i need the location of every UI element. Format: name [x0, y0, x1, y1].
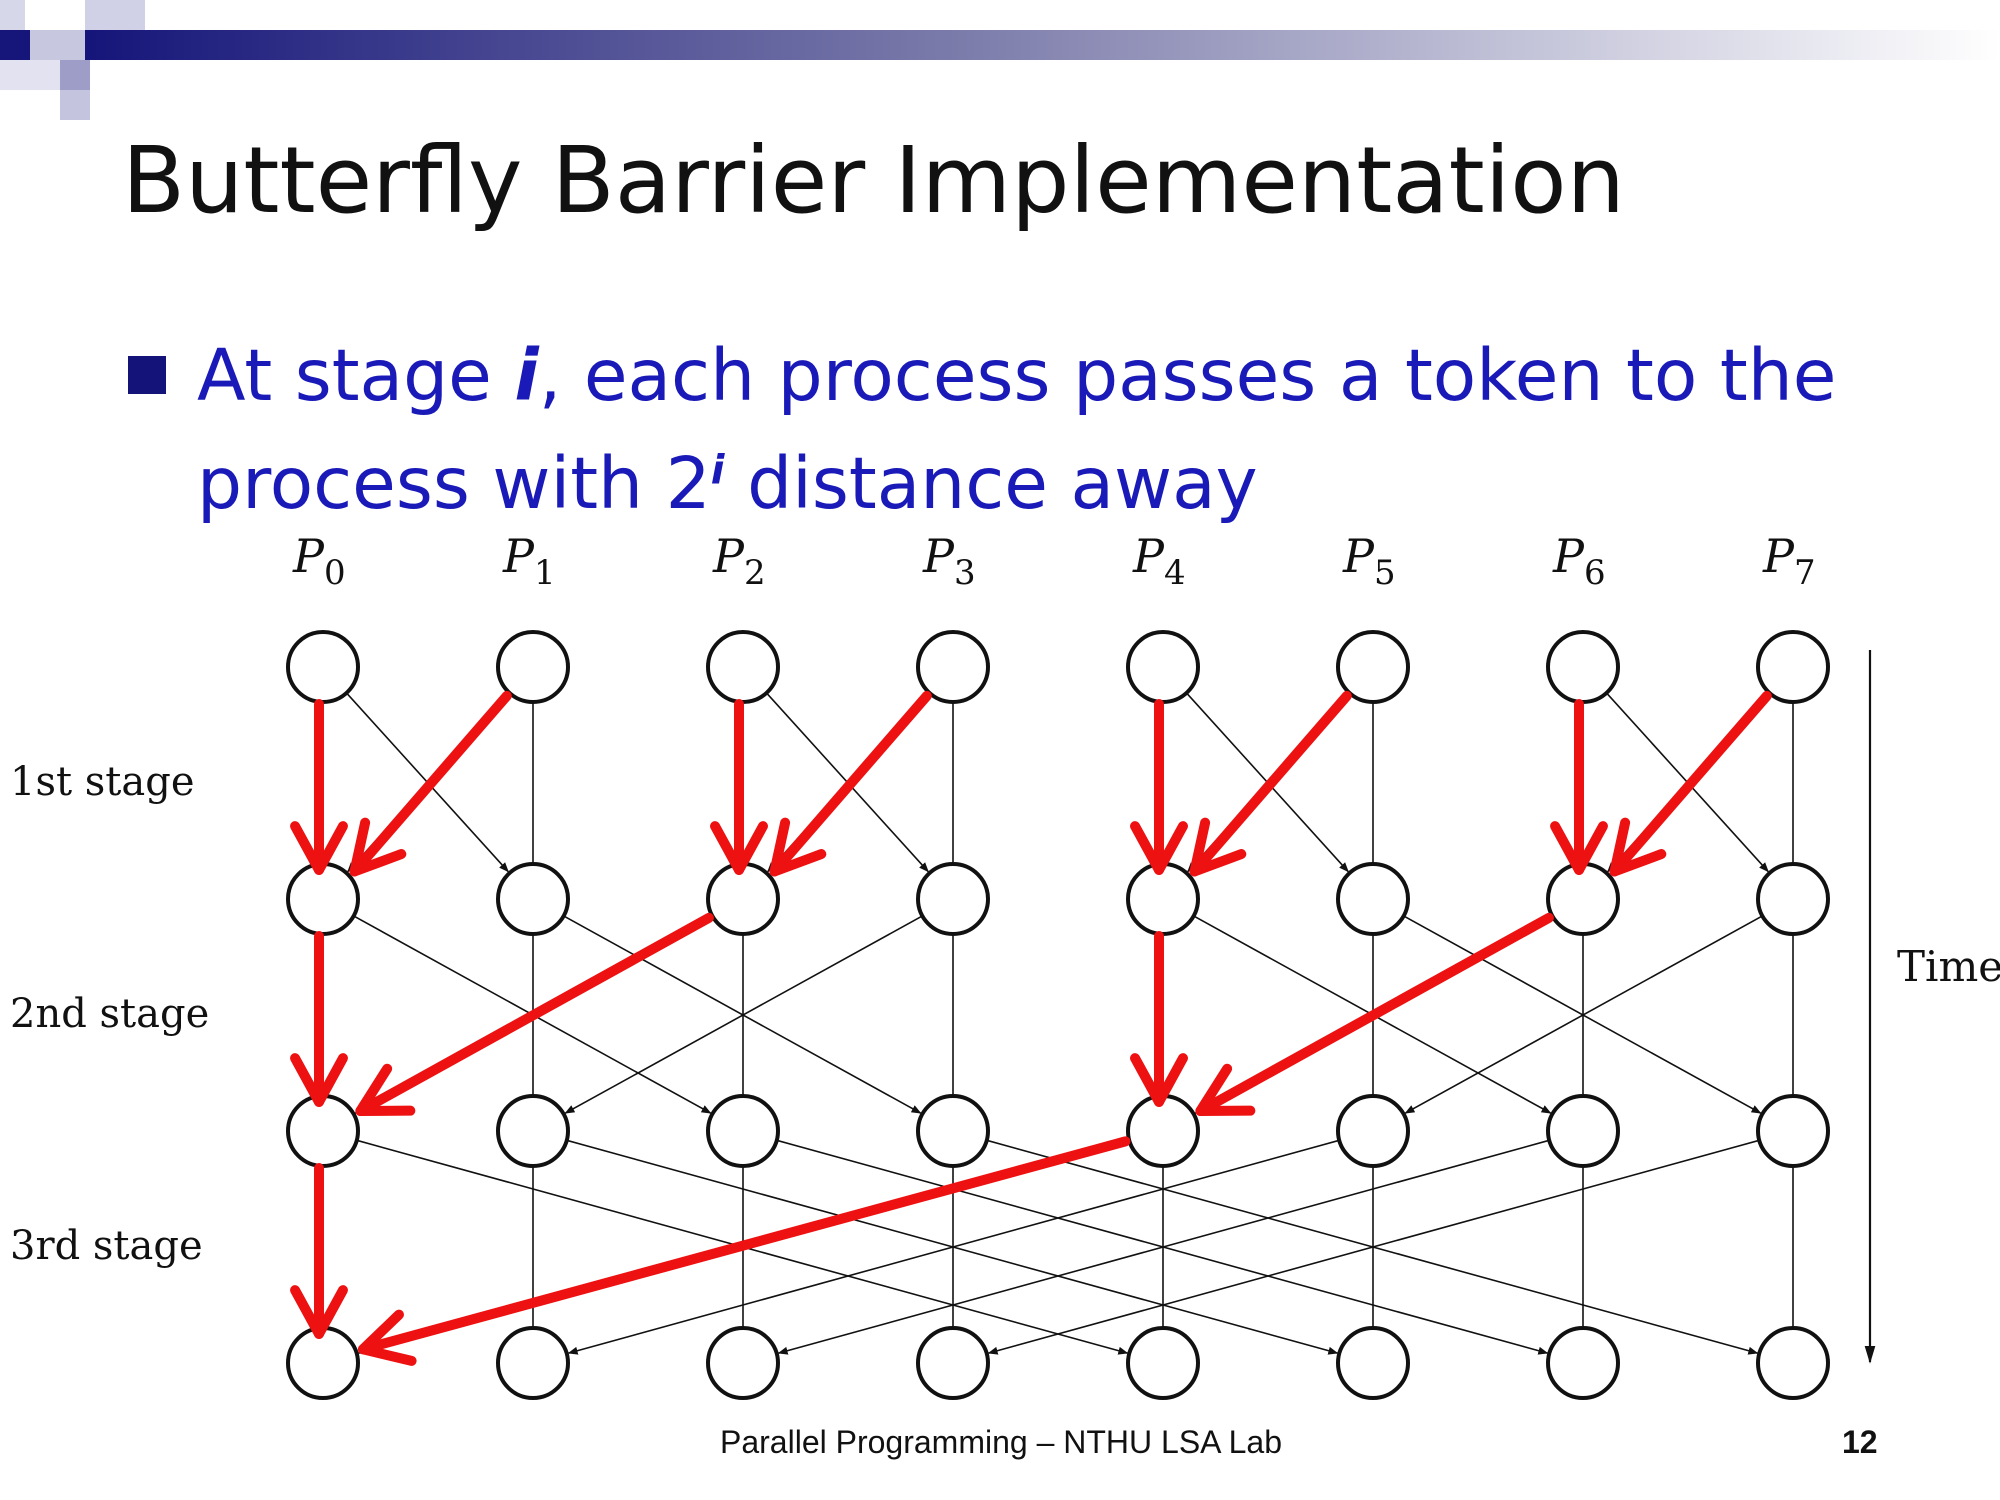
butterfly-edge	[987, 1139, 1760, 1355]
process-node	[1126, 630, 1200, 704]
red-arrowhead	[290, 1053, 348, 1107]
process-label: P7	[1762, 529, 1816, 593]
red-arrowhead	[290, 821, 348, 875]
red-arrowhead	[1189, 817, 1247, 877]
butterfly-edge	[1404, 915, 1763, 1114]
red-arrowhead	[1130, 821, 1188, 875]
red-token-arrow	[1609, 690, 1772, 877]
butterfly-edge	[563, 915, 922, 1114]
process-node	[286, 1094, 360, 1168]
process-node	[1756, 862, 1830, 936]
slide-title: Butterfly Barrier Implementation	[122, 127, 1625, 234]
process-node	[286, 630, 360, 704]
time-label: Time	[1897, 942, 2000, 991]
bullet-text: At stage i, each process passes a token …	[197, 322, 1917, 538]
process-node	[496, 1326, 570, 1400]
butterfly-edge	[777, 1139, 1550, 1355]
process-node	[706, 630, 780, 704]
red-token-arrow	[769, 690, 932, 877]
process-node	[1126, 862, 1200, 936]
red-token-arrow	[357, 1136, 1131, 1355]
red-arrowhead	[357, 1309, 417, 1366]
process-node	[916, 1326, 990, 1400]
process-node	[1546, 630, 1620, 704]
red-token-arrow	[1189, 690, 1352, 877]
butterfly-edge	[1403, 915, 1762, 1114]
red-token-arrow	[355, 912, 714, 1116]
bullet-text-end: distance away	[724, 442, 1258, 525]
stage-label: 1st stage	[10, 759, 195, 805]
red-token-arrow	[1195, 912, 1554, 1116]
process-node	[706, 1326, 780, 1400]
process-node	[1546, 862, 1620, 936]
bullet-text-start: At stage	[197, 334, 515, 417]
process-node	[1336, 862, 1410, 936]
butterfly-edge	[564, 915, 923, 1114]
stage-label: 3rd stage	[10, 1223, 203, 1269]
exponent: i	[710, 447, 725, 494]
bullet-text-middle: , each process passes a token to the pro…	[197, 334, 1837, 525]
process-node	[706, 1094, 780, 1168]
red-arrowhead	[769, 817, 827, 877]
red-arrowhead	[710, 821, 768, 875]
process-node	[286, 1326, 360, 1400]
process-node	[286, 862, 360, 936]
red-token-arrow	[349, 690, 512, 877]
process-label: P6	[1552, 529, 1606, 593]
bullet-marker	[128, 356, 166, 394]
red-arrowhead	[1609, 817, 1667, 877]
butterfly-diagram: P0 P1 P2 P3 P4 P5 P6 P7 1st stage 2nd stage 3rd st…	[10, 529, 2000, 1400]
process-node	[1756, 1094, 1830, 1168]
footer-text: Parallel Programming – NTHU LSA Lab	[720, 1424, 1283, 1460]
process-node	[916, 862, 990, 936]
red-arrowhead	[1550, 821, 1608, 875]
process-label: P3	[922, 529, 976, 593]
process-node	[1126, 1326, 1200, 1400]
process-node	[1336, 1326, 1410, 1400]
page-number: 12	[1842, 1424, 1878, 1460]
red-arrowhead	[1130, 1053, 1188, 1107]
process-label: P4	[1132, 529, 1186, 593]
process-node	[496, 1094, 570, 1168]
process-node	[916, 1094, 990, 1168]
butterfly-edge	[567, 1139, 1340, 1355]
process-node	[1546, 1094, 1620, 1168]
process-label: P1	[502, 529, 556, 593]
process-node	[496, 630, 570, 704]
process-node	[1756, 630, 1830, 704]
process-node	[1546, 1326, 1620, 1400]
stage-variable: i	[514, 334, 539, 417]
process-label: P5	[1342, 529, 1396, 593]
process-node	[706, 862, 780, 936]
stage-label: 2nd stage	[10, 991, 209, 1037]
process-node	[1126, 1094, 1200, 1168]
process-node	[1756, 1326, 1830, 1400]
process-node	[1336, 630, 1410, 704]
red-arrowhead	[355, 1063, 416, 1116]
process-label: P0	[292, 529, 346, 593]
process-node	[916, 630, 990, 704]
process-node	[1336, 1094, 1410, 1168]
red-arrowhead	[349, 817, 407, 877]
process-label: P2	[712, 529, 766, 593]
red-arrowhead	[1195, 1063, 1256, 1116]
red-arrowhead	[290, 1285, 348, 1339]
header-decoration	[0, 0, 2000, 120]
process-node	[496, 862, 570, 936]
